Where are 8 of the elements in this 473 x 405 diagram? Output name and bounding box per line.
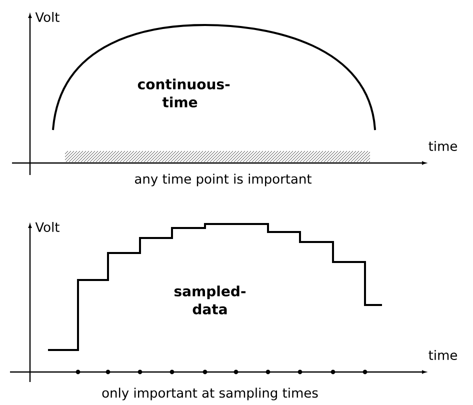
axis-label: time [428, 350, 457, 360]
curve-label: sampled-data [174, 286, 246, 314]
curve-label: continuous-time [138, 78, 230, 108]
axis-label: Volt [35, 222, 60, 232]
axis-label: Volt [35, 12, 60, 22]
axis-label: time [428, 140, 457, 152]
caption-text: any time point is important [135, 174, 312, 186]
caption-text: only important at sampling times [102, 388, 318, 400]
